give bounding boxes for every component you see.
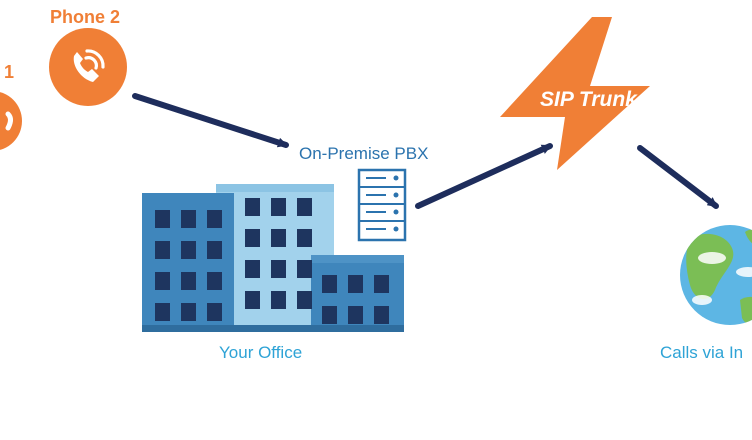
phone-handset-icon [5,111,13,131]
building-windows [155,198,389,324]
phone-2-circle [49,28,127,106]
sip-trunk-label: SIP Trunk [540,88,638,111]
building-window [181,272,196,290]
phone-1-label: 1 [4,62,14,82]
building-window [271,229,286,247]
building-window [181,241,196,259]
building-window [207,241,222,259]
building-window [271,198,286,216]
building-window [374,306,389,324]
building-window [348,275,363,293]
building-window [271,260,286,278]
arrow-sip-to-internet [637,145,719,209]
building-window [207,303,222,321]
phone-1: 1 [0,62,22,150]
phone-2-label: Phone 2 [50,7,120,27]
building-window [207,210,222,228]
building-window [297,198,312,216]
office-label: Your Office [219,343,302,362]
building-window [322,275,337,293]
building-window [297,260,312,278]
phone-2: Phone 2 [49,7,127,106]
arrow-phone-to-pbx [132,93,289,148]
building-window [348,306,363,324]
building-window [181,210,196,228]
building-window [245,198,260,216]
building-window [297,291,312,309]
building-window [181,303,196,321]
building-window [155,210,170,228]
arrow-pbx-to-sip [415,143,553,209]
server-rack-icon [357,168,407,242]
internet-label: Calls via In [660,343,743,362]
phone-handset-icon [73,49,105,82]
building-window [374,275,389,293]
pbx-label: On-Premise PBX [299,144,428,163]
building-window [271,291,286,309]
building-window [245,291,260,309]
building-window [207,272,222,290]
building-window [155,241,170,259]
building-window [245,260,260,278]
building-window [155,272,170,290]
globe-icon [680,225,752,325]
building-window [245,229,260,247]
building-window [297,229,312,247]
building-window [155,303,170,321]
building-window [322,306,337,324]
lightning-bolt-icon [500,17,650,170]
office-buildings [142,184,404,332]
